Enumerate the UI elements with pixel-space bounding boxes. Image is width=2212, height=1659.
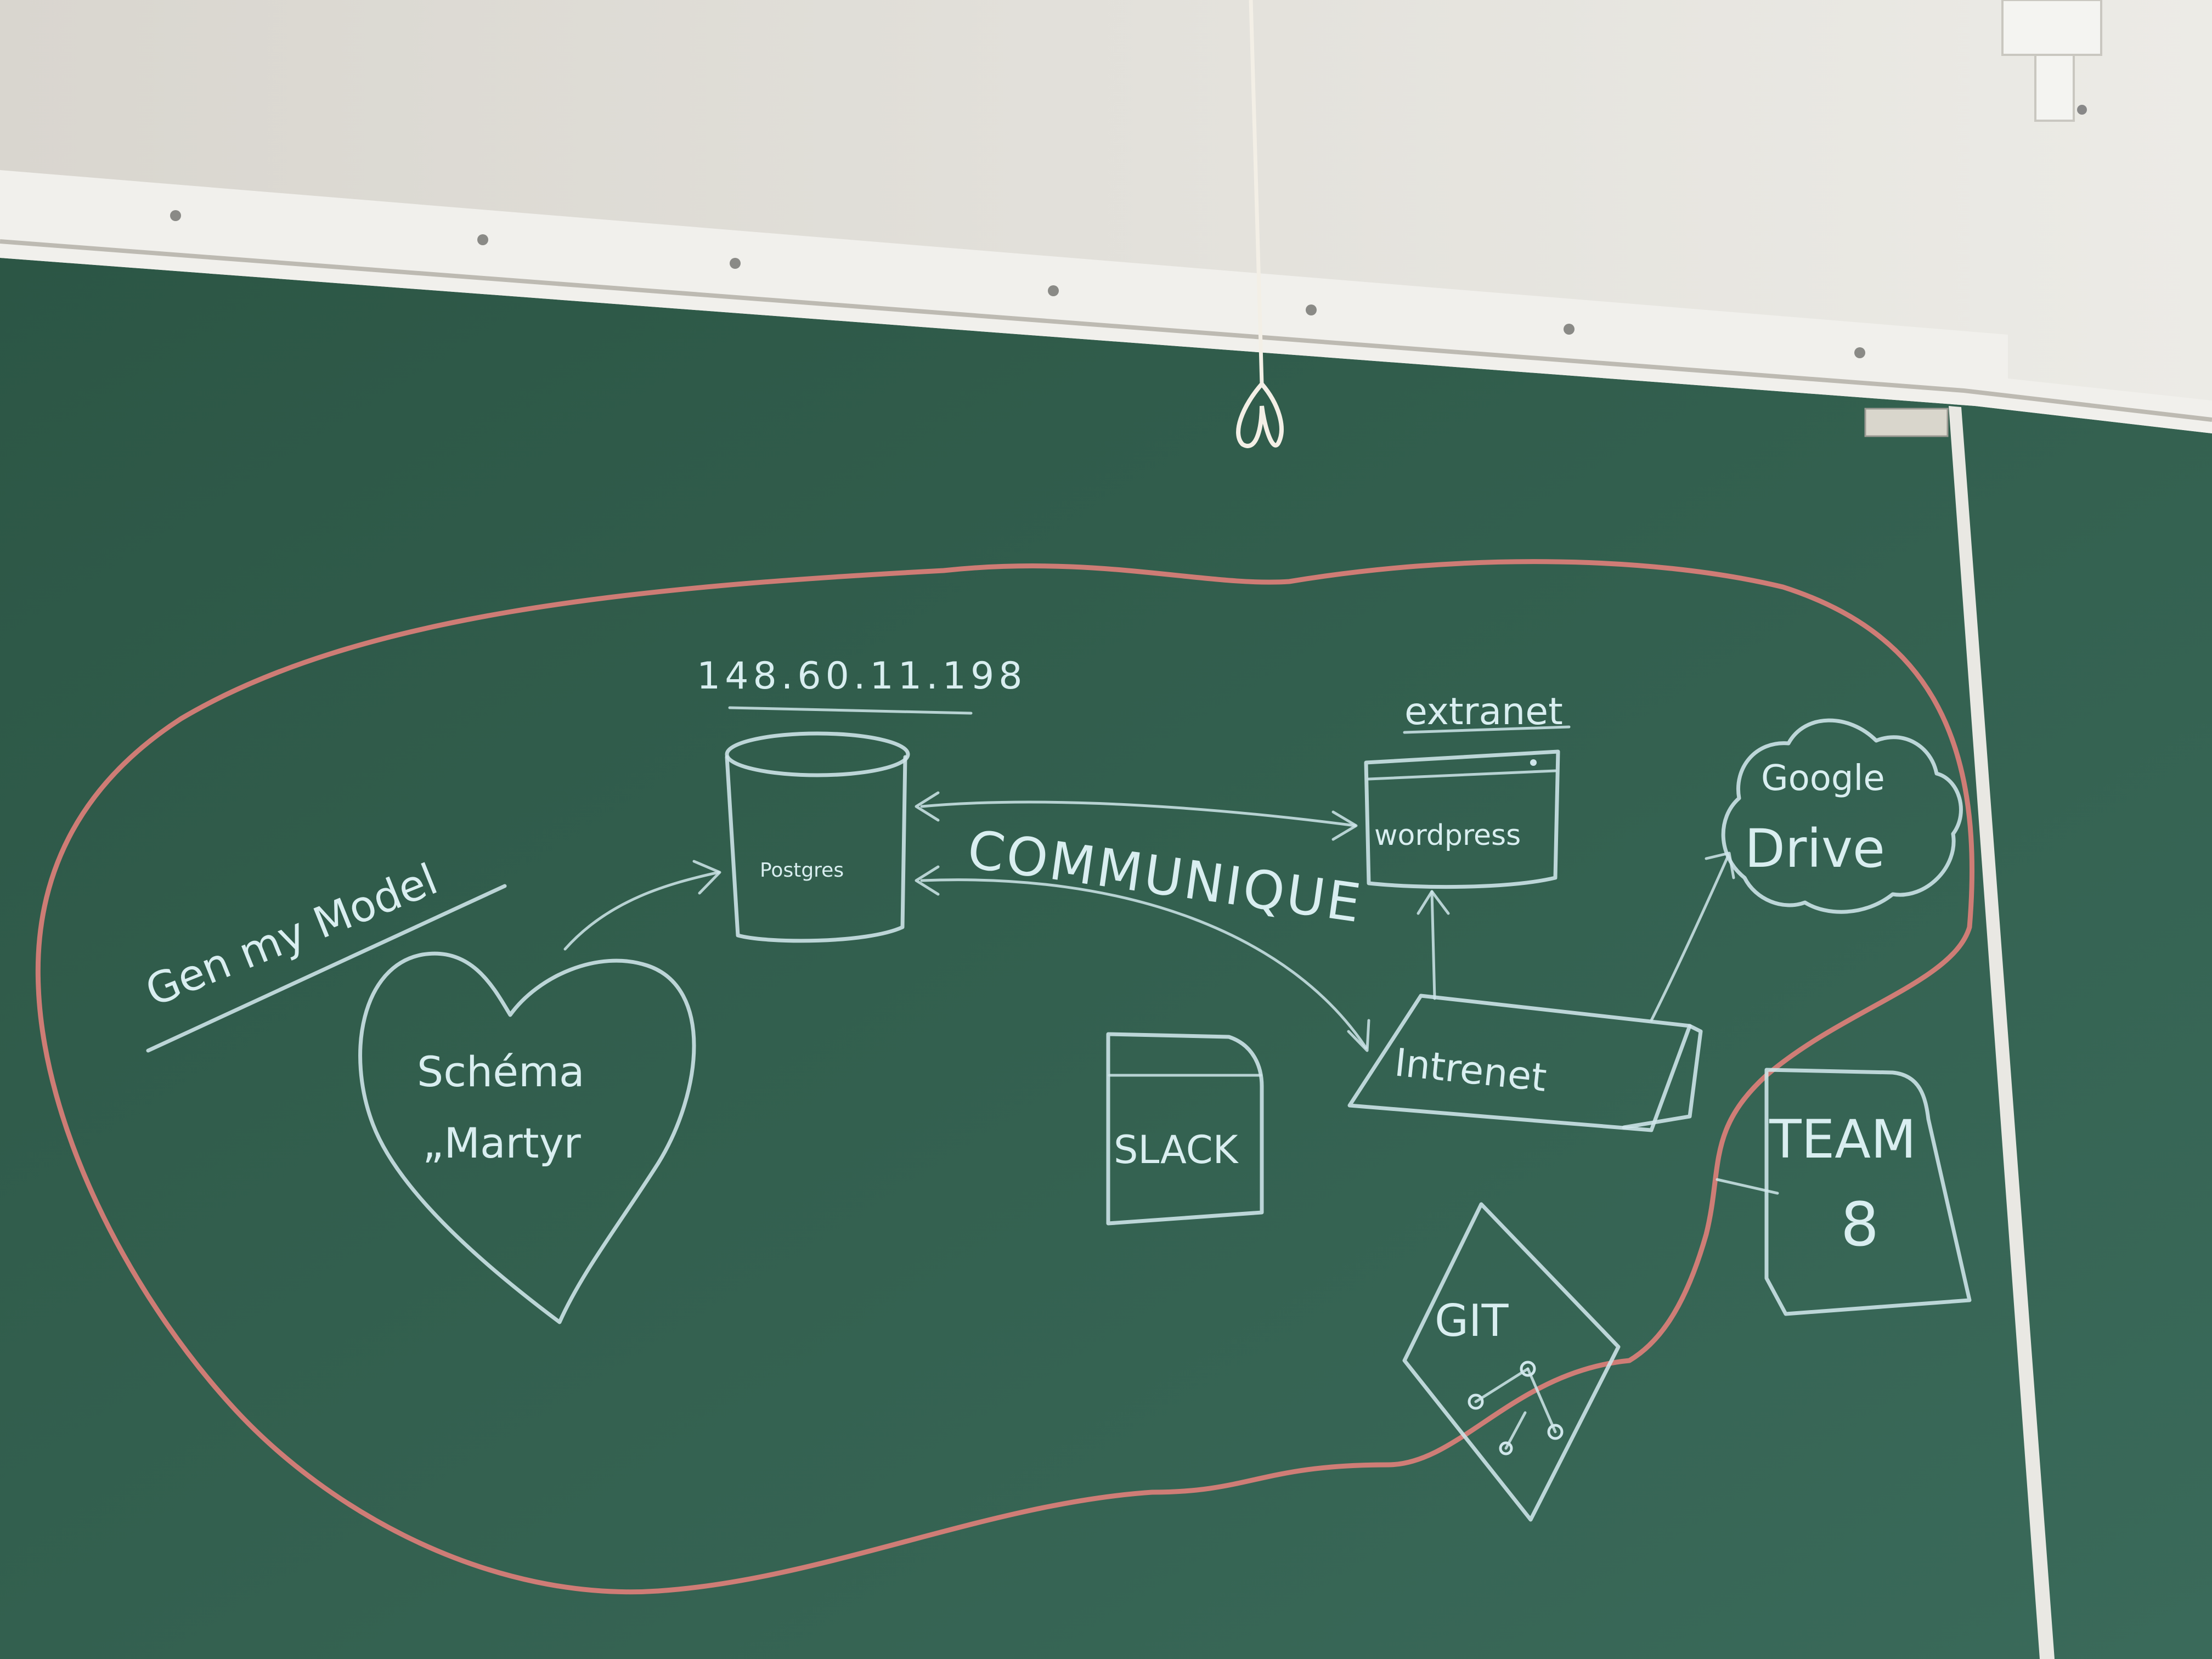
team-connector [1716,1178,1779,1195]
wordpress-label: wordpress [1374,819,1521,852]
genmymodel-underline [146,884,507,1053]
board-divider [1949,406,2055,1659]
rail-screws [170,210,1865,358]
schema-label-line2: „Martyr [422,1119,582,1167]
arrow-postgres-internet [915,865,1370,1052]
ip-underline [728,706,973,715]
arrow-wordpress-internet [1417,890,1450,1000]
google-drive-cloud-icon [1721,718,1963,914]
schema-label-line1: Schéma [417,1047,585,1096]
arrow-internet-googledrive [1650,851,1735,1022]
git-branch-graph-icon [1468,1361,1564,1455]
google-drive-label-line1: Google [1761,758,1885,799]
schema-heart-shape [358,951,696,1324]
board-rail-edge [0,239,2212,422]
wall-bracket [2001,0,2102,122]
slack-label: SLACK [1114,1127,1239,1172]
extranet-underline [1403,725,1571,734]
ip-address-label: 148.60.11.198 [697,654,1026,698]
project-boundary-outline [35,559,1975,1595]
slack-window-icon [1106,1032,1264,1226]
team-label-line2: 8 [1841,1189,1879,1260]
board-sticker [1864,408,1949,437]
chalkboard [0,258,2212,1659]
git-diamond-shape [1402,1202,1621,1522]
arrow-postgres-wordpress [915,791,1358,841]
postgres-database-icon [725,731,910,943]
arrow-schema-to-postgres [563,860,721,951]
hanging-cord [1236,0,1284,448]
google-drive-label-line2: Drive [1745,818,1885,879]
git-label: GIT [1435,1295,1509,1346]
wordpress-window-icon [1364,749,1560,889]
team-box [1764,1068,1972,1316]
team-label-line1: TEAM [1769,1109,1916,1170]
database-label: Postgres [760,859,844,882]
internet-network-box [1347,994,1703,1132]
extranet-label: extranet [1404,690,1563,733]
